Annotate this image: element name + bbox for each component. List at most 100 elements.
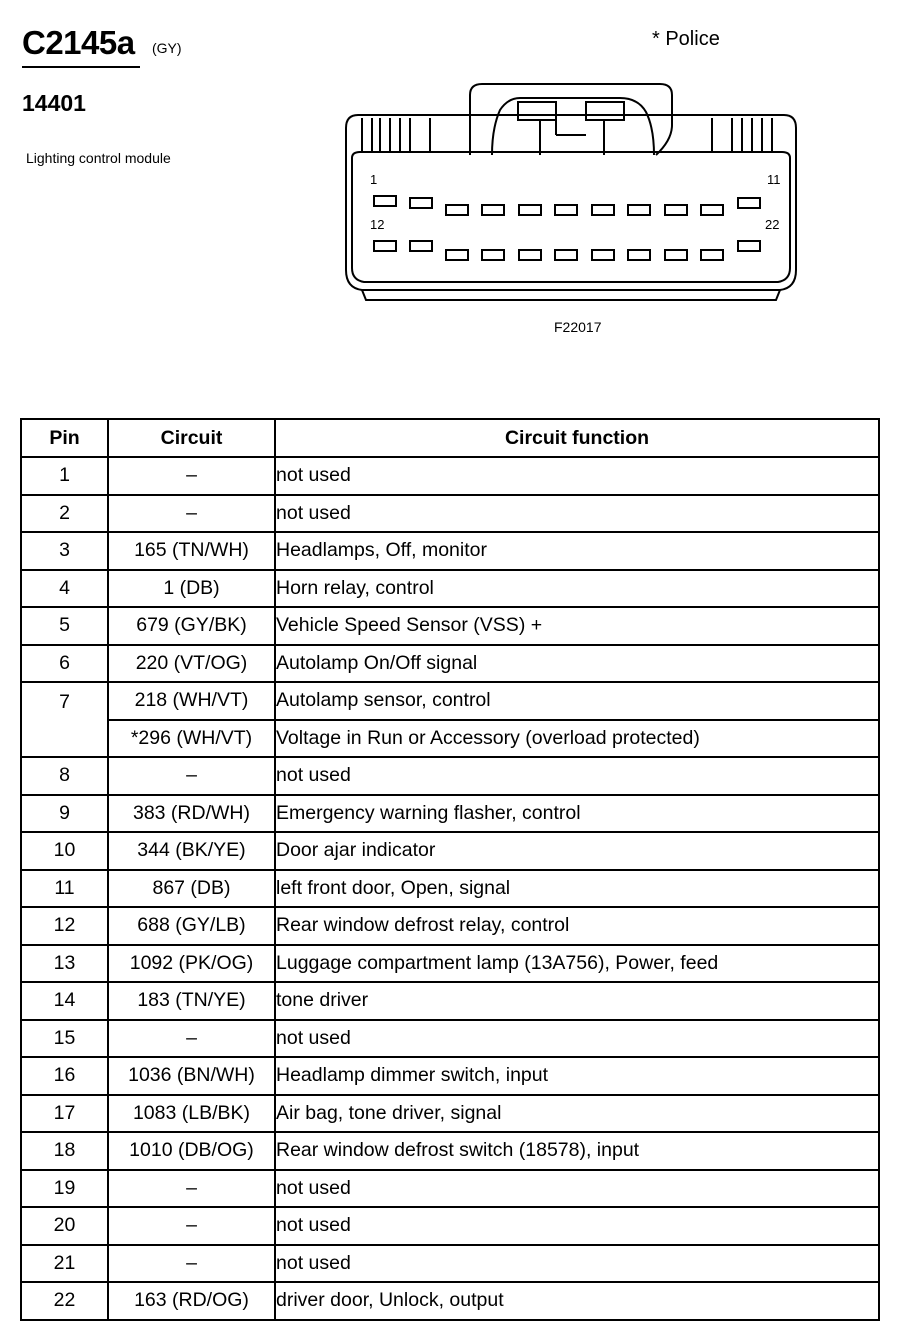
cell-pin: 2	[20, 493, 109, 533]
cell-circuit: –	[107, 456, 276, 496]
cell-function: not used	[274, 1168, 880, 1208]
cell-pin: 6	[20, 643, 109, 683]
cell-function: not used	[274, 1243, 880, 1283]
cell-circuit: 165 (TN/WH)	[107, 531, 276, 571]
header-circuit: Circuit	[107, 418, 276, 458]
cell-pin: 8	[20, 756, 109, 796]
figure-id: F22017	[554, 319, 602, 335]
cell-pin: 20	[20, 1206, 109, 1246]
cell-pin: 16	[20, 1056, 109, 1096]
cell-pin: 22	[20, 1281, 109, 1321]
pin-slot	[554, 249, 578, 261]
pin-slot	[554, 204, 578, 216]
cell-pin: 10	[20, 831, 109, 871]
pin-slot	[627, 249, 651, 261]
cell-pin: 9	[20, 793, 109, 833]
pin-slot	[409, 240, 433, 252]
cell-pin: 11	[20, 868, 109, 908]
pin-slot	[518, 204, 542, 216]
pin-slot	[664, 204, 688, 216]
table-row: 15–not used	[20, 1018, 880, 1058]
cell-function: tone driver	[274, 981, 880, 1021]
cell-circuit: 1010 (DB/OG)	[107, 1131, 276, 1171]
pin-slot	[700, 204, 724, 216]
cell-circuit: –	[107, 1168, 276, 1208]
cell-function: Door ajar indicator	[274, 831, 880, 871]
cell-function: not used	[274, 456, 880, 496]
cell-function: Vehicle Speed Sensor (VSS) +	[274, 606, 880, 646]
title-underline	[22, 66, 140, 68]
cell-circuit: 344 (BK/YE)	[107, 831, 276, 871]
pin-slot	[737, 240, 761, 252]
latch-tab-right	[585, 101, 625, 121]
cell-pin: 1	[20, 456, 109, 496]
cell-circuit: 688 (GY/LB)	[107, 906, 276, 946]
pin-slot	[409, 197, 433, 209]
table-row: 2–not used	[20, 493, 880, 533]
connector-latch-inner	[491, 97, 655, 156]
cell-circuit: *296 (WH/VT)	[107, 718, 276, 758]
cell-pin: 21	[20, 1243, 109, 1283]
cell-function: Autolamp sensor, control	[274, 681, 880, 721]
table-row: 8–not used	[20, 756, 880, 796]
cell-circuit: 218 (WH/VT)	[107, 681, 276, 721]
cell-function: left front door, Open, signal	[274, 868, 880, 908]
cell-circuit: 183 (TN/YE)	[107, 981, 276, 1021]
cell-circuit: 220 (VT/OG)	[107, 643, 276, 683]
cell-function: Air bag, tone driver, signal	[274, 1093, 880, 1133]
cell-circuit: –	[107, 493, 276, 533]
cell-pin: 3	[20, 531, 109, 571]
pin-label-22: 22	[765, 217, 780, 232]
pin-slot	[627, 204, 651, 216]
connector-face	[351, 151, 791, 283]
legend-note: * Police	[652, 28, 720, 50]
pin-slot	[591, 249, 615, 261]
cell-pin: 5	[20, 606, 109, 646]
cell-function: Voltage in Run or Accessory (overload pr…	[274, 718, 880, 758]
cell-pin: 17	[20, 1093, 109, 1133]
cell-pin: 19	[20, 1168, 109, 1208]
table-row: 20–not used	[20, 1206, 880, 1246]
pin-label-1: 1	[370, 172, 378, 187]
connector-lip	[361, 289, 781, 301]
cell-pin: 18	[20, 1131, 109, 1171]
cell-function: Headlamp dimmer switch, input	[274, 1056, 880, 1096]
cell-circuit: –	[107, 1018, 276, 1058]
cell-circuit: 1083 (LB/BK)	[107, 1093, 276, 1133]
cell-circuit: 867 (DB)	[107, 868, 276, 908]
cell-circuit: 1 (DB)	[107, 568, 276, 608]
cell-function: Autolamp On/Off signal	[274, 643, 880, 683]
cell-function: Rear window defrost switch (18578), inpu…	[274, 1131, 880, 1171]
connector-id: C2145a	[22, 24, 135, 61]
cell-function: driver door, Unlock, output	[274, 1281, 880, 1321]
cell-function: Emergency warning flasher, control	[274, 793, 880, 833]
cell-pin: 12	[20, 906, 109, 946]
cell-pin: 4	[20, 568, 109, 608]
table-header-row: Pin Circuit Circuit function	[20, 418, 880, 458]
pin-slot	[700, 249, 724, 261]
cell-circuit: 679 (GY/BK)	[107, 606, 276, 646]
part-number: 14401	[22, 90, 86, 116]
pin-slot	[481, 249, 505, 261]
cell-circuit: 163 (RD/OG)	[107, 1281, 276, 1321]
pin-slot	[737, 197, 761, 209]
pin-slot	[373, 195, 397, 207]
connector-diagram	[345, 83, 797, 301]
cell-pin: 14	[20, 981, 109, 1021]
cell-function: not used	[274, 493, 880, 533]
pin-slot	[518, 249, 542, 261]
table-row: *296 (WH/VT)Voltage in Run or Accessory …	[21, 718, 880, 758]
table-row: 1–not used	[20, 456, 880, 496]
